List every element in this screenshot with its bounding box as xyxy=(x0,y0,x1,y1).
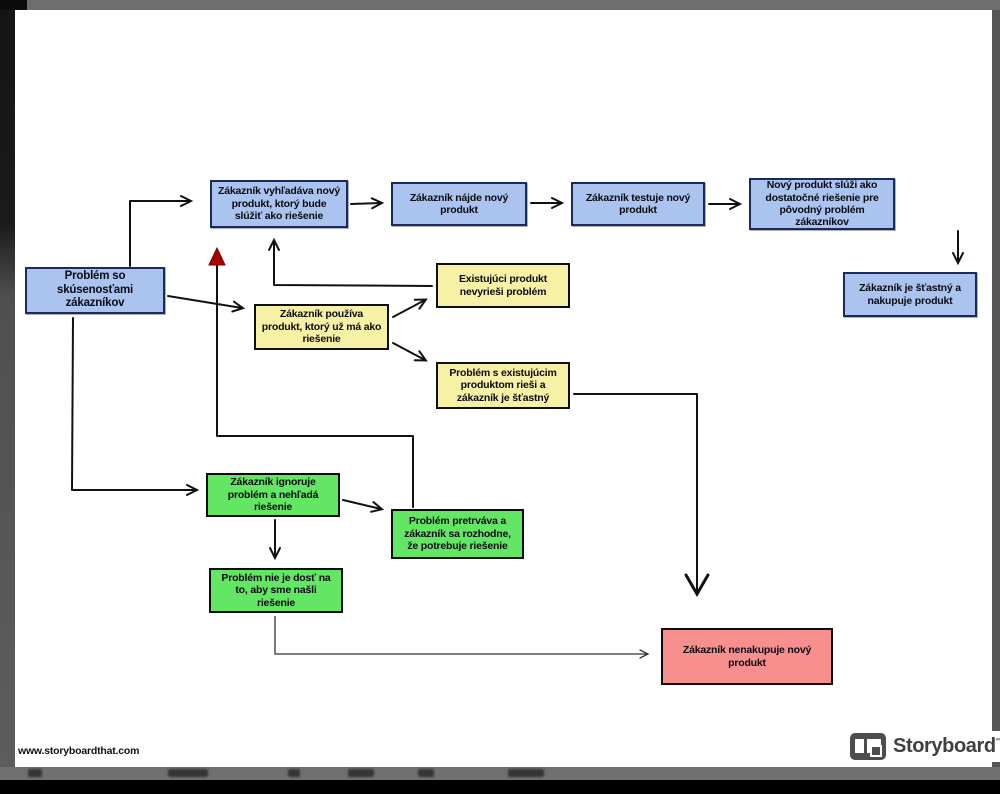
node-label: Problém so skúsenosťami zákazníkov xyxy=(57,270,133,310)
node-label: Zákazník nájde nový produkt xyxy=(409,191,509,216)
node-not-buy: Zákazník nenakupuje nový produkt xyxy=(661,628,833,685)
node-label: Problém pretrváva a zákazník sa rozhodne… xyxy=(404,515,511,553)
node-label: Zákazník vyhľadáva nový produkt, ktorý b… xyxy=(217,185,340,223)
node-finds-new-product: Zákazník nájde nový produkt xyxy=(391,182,527,226)
node-searches-new-product: Zákazník vyhľadáva nový produkt, ktorý b… xyxy=(210,180,348,228)
toolbar-blur-mark xyxy=(168,769,208,777)
node-existing-solves-happy: Problém s existujúcim produktom rieši a … xyxy=(436,362,570,409)
logo-text-primary: Storyboard xyxy=(893,735,996,757)
node-label: Zákazník je šťastný a nakupuje produkt xyxy=(859,282,961,307)
node-label: Nový produkt slúži ako dostatočné riešen… xyxy=(765,179,879,229)
toolbar-blur-mark xyxy=(508,769,544,777)
node-label: Zákazník používa produkt, ktorý už má ak… xyxy=(261,308,382,346)
node-label: Zákazník testuje nový produkt xyxy=(585,191,691,216)
node-problem-not-enough: Problém nie je dosť na to, aby sme našli… xyxy=(209,568,343,613)
frame-right-edge xyxy=(992,10,1000,767)
toolbar-blur-mark xyxy=(418,769,434,777)
toolbar-blur-mark xyxy=(348,769,374,777)
watermark-url: www.storyboardthat.com xyxy=(18,745,140,757)
node-ignores-problem: Zákazník ignoruje problém a nehľadá rieš… xyxy=(206,473,340,517)
toolbar-blur-mark xyxy=(28,769,42,777)
node-happy-buys: Zákazník je šťastný a nakupuje produkt xyxy=(843,272,977,317)
node-problem-experience: Problém so skúsenosťami zákazníkov xyxy=(25,267,165,314)
node-product-sufficient: Nový produkt slúži ako dostatočné riešen… xyxy=(749,178,895,230)
storyboard-frames-icon xyxy=(850,733,886,760)
logo-text-secondary: That xyxy=(996,735,1000,757)
logo-wordmark: StoryboardThat xyxy=(893,735,1000,758)
letterbox-bottom xyxy=(0,780,1000,794)
red-return-arrow xyxy=(208,246,414,508)
player-toolbar[interactable] xyxy=(0,767,1000,780)
node-label: Zákazník nenakupuje nový produkt xyxy=(682,644,812,669)
toolbar-blur-mark xyxy=(288,769,300,777)
window-top-bar xyxy=(0,0,1000,10)
node-problem-persists: Problém pretrváva a zákazník sa rozhodne… xyxy=(391,509,524,559)
storyboardthat-logo: StoryboardThat xyxy=(846,731,1000,762)
node-uses-existing-product: Zákazník používa produkt, ktorý už má ak… xyxy=(254,304,389,350)
frame-left-edge xyxy=(0,10,15,767)
node-label: Zákazník ignoruje problém a nehľadá rieš… xyxy=(227,476,319,514)
node-label: Problém s existujúcim produktom rieši a … xyxy=(449,366,557,404)
node-label: Existujúci produkt nevyrieši problém xyxy=(459,273,547,298)
node-label: Problém nie je dosť na to, aby sme našli… xyxy=(221,571,331,609)
node-tests-new-product: Zákazník testuje nový produkt xyxy=(571,182,705,226)
window-top-corner xyxy=(0,0,27,10)
node-existing-not-solve: Existujúci produkt nevyrieši problém xyxy=(436,263,570,308)
